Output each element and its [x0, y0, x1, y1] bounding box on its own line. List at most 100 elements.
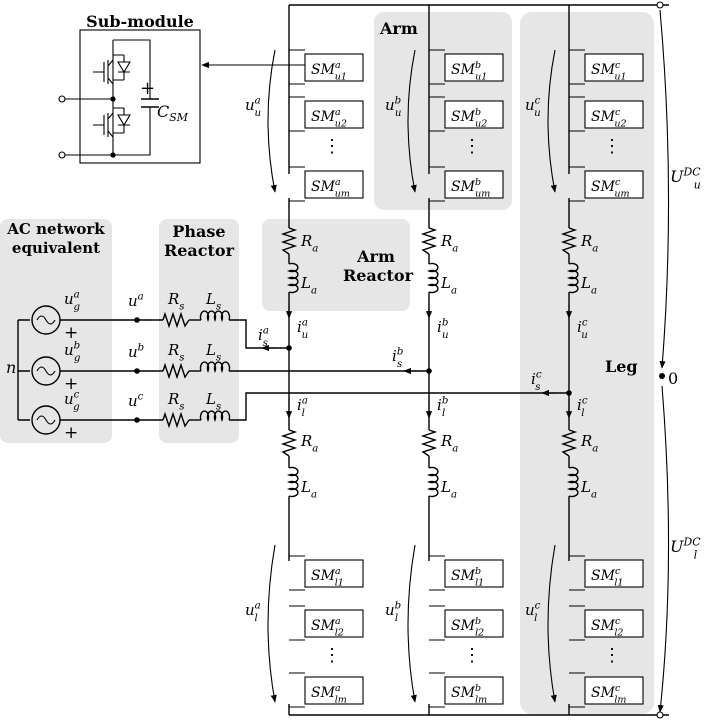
phase-reactor-title-2: Reactor [164, 241, 235, 260]
node-dot [134, 368, 140, 374]
wire [289, 49, 305, 85]
source-plus-c: + [64, 423, 78, 443]
sub-module-detail: Sub-module + CSM [58, 12, 201, 164]
wire [17, 320, 30, 420]
wire [569, 672, 585, 708]
arm-inductance-upper-c: La [580, 274, 597, 296]
dc-terminal-bottom [656, 711, 664, 719]
ac-network-title-1: AC network [6, 220, 105, 238]
ac-source-wave [36, 315, 56, 325]
arm-resistor-upper [420, 227, 438, 255]
sub-module-box [304, 676, 364, 705]
dc-voltage-arrow-lower [657, 385, 670, 713]
sub-module-box [584, 676, 644, 705]
sub-module-box [444, 676, 504, 705]
arm-inductance-lower-c: La [580, 478, 597, 500]
sub-module-box [444, 170, 504, 199]
phase-voltage-a: ua [128, 292, 144, 310]
wire [289, 166, 305, 202]
ac-network-title-2: equivalent [12, 239, 100, 257]
wire [569, 49, 585, 85]
capacitor-label: CSM [157, 102, 189, 124]
wire [429, 555, 445, 591]
node-dot [134, 317, 140, 323]
arm-inductor-upper [286, 262, 299, 294]
arm-inductor-upper [426, 262, 439, 294]
wire [229, 392, 569, 421]
node-dot [286, 345, 292, 351]
node-dot [110, 96, 116, 102]
wire [289, 672, 305, 708]
arm-inductance-upper-a: La [300, 274, 317, 296]
wire [429, 96, 445, 132]
arm-reactor-title-1: Arm [356, 247, 395, 266]
continuation-dots: ⋮ [323, 645, 341, 666]
arm-voltage-arrow-upper [547, 49, 557, 193]
arm-inductor-upper [566, 262, 579, 294]
ac-source-wave [36, 366, 56, 376]
ac-source-wave [36, 415, 56, 425]
wire [289, 605, 305, 641]
sub-module-box [444, 559, 504, 588]
arm-inductance-upper-b: La [440, 274, 457, 296]
phase-resistor-b [162, 362, 190, 380]
node-dot [426, 368, 432, 374]
wire [429, 672, 445, 708]
phase-resistor-a [162, 311, 190, 329]
arm-resistance-upper-a: Ra [300, 232, 318, 254]
phase-voltage-c: uc [128, 392, 144, 410]
continuation-dots: ⋮ [603, 136, 621, 157]
sub-module-box [584, 559, 644, 588]
sub-module-box [304, 170, 364, 199]
sub-module-box [584, 53, 644, 82]
arm-resistance-lower-a: Ra [300, 432, 318, 454]
arm-reactor-region [262, 219, 410, 311]
phase-inductor-b [199, 361, 231, 374]
sub-module-terminal-bottom [58, 151, 66, 159]
capacitor-plus: + [140, 78, 155, 99]
dc-voltage-arrow-upper [659, 9, 670, 369]
phase-inductance-c: Ls [205, 390, 221, 412]
arm-resistance-upper-b: Ra [440, 232, 458, 254]
arm-title: Arm [379, 19, 418, 38]
phase-inductor-a [199, 310, 231, 323]
continuation-dots: ⋮ [463, 645, 481, 666]
arm-resistor-lower [280, 429, 298, 457]
arm-resistor-upper [560, 227, 578, 255]
wire [569, 96, 585, 132]
wire [569, 555, 585, 591]
node-dot [134, 417, 140, 423]
arm-resistance-lower-c: Ra [580, 432, 598, 454]
wire [569, 605, 585, 641]
arm-resistor-upper [280, 227, 298, 255]
sub-module-terminal-top [58, 95, 66, 103]
sub-module-box [304, 559, 364, 588]
phase-voltage-b: ub [128, 343, 144, 361]
wire [429, 605, 445, 641]
wire [18, 319, 30, 421]
wire [289, 96, 305, 132]
wire [289, 555, 305, 591]
